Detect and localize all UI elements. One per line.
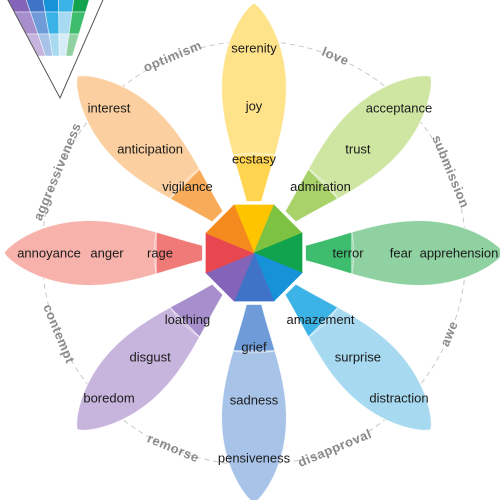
dyad-label-aggressiveness: aggressiveness xyxy=(30,120,84,222)
petal-disgust-outline xyxy=(76,283,224,431)
petal-sadness-band-1 xyxy=(221,350,287,500)
dyad-label-contempt: contempt xyxy=(40,302,78,366)
petal-trust xyxy=(253,75,432,254)
emotion-label-fear: fear xyxy=(390,246,413,261)
petal-fear xyxy=(253,220,500,286)
petal-anger-outline xyxy=(3,220,204,286)
emotion-label-rage: rage xyxy=(147,246,173,261)
petal-joy-outline xyxy=(221,2,287,203)
emotion-label-admiration: admiration xyxy=(290,179,351,194)
dyad-label-disapproval: disapproval xyxy=(296,426,374,470)
petal-disgust xyxy=(76,252,255,431)
petal-surprise xyxy=(253,252,432,431)
emotion-label-vigilance: vigilance xyxy=(162,179,213,194)
emotion-label-terror: terror xyxy=(332,246,364,261)
mini-cone-segment xyxy=(7,0,31,13)
emotion-label-annoyance: annoyance xyxy=(17,246,81,261)
petal-sadness-outline xyxy=(221,303,287,500)
petals-group xyxy=(3,2,500,500)
labels-group: serenity joy ecstasy acceptance trust admirat… xyxy=(17,41,498,466)
emotion-label-disgust: disgust xyxy=(129,349,171,364)
petal-joy-band-1 xyxy=(221,2,287,156)
emotion-label-anger: anger xyxy=(90,246,124,261)
petal-anticipation xyxy=(76,75,255,254)
emotion-label-serenity: serenity xyxy=(231,41,277,56)
emotion-label-acceptance: acceptance xyxy=(366,101,433,116)
emotion-label-apprehension: apprehension xyxy=(420,246,499,261)
petal-anger xyxy=(3,220,255,286)
petal-joy xyxy=(221,2,287,254)
mini-cone-segment xyxy=(71,0,90,13)
dyad-label-submission: submission xyxy=(429,133,472,210)
emotion-label-anticipation: anticipation xyxy=(117,142,183,157)
petal-anticipation-band-3 xyxy=(205,204,255,254)
emotion-label-loathing: loathing xyxy=(165,312,211,327)
dyad-label-remorse: remorse xyxy=(145,431,201,466)
emotion-label-ecstasy: ecstasy xyxy=(232,152,277,167)
mini-cone-icon xyxy=(7,0,104,100)
emotion-label-surprise: surprise xyxy=(335,349,381,364)
petal-sadness xyxy=(221,252,287,500)
emotion-label-trust: trust xyxy=(345,142,371,157)
petal-anticipation-outline xyxy=(76,75,224,223)
petal-surprise-outline xyxy=(284,283,432,431)
mini-cone-segment xyxy=(65,33,80,57)
dyad-label-optimism: optimism xyxy=(141,37,204,75)
emotion-label-interest: interest xyxy=(88,101,131,116)
emotion-label-pensiveness: pensiveness xyxy=(218,451,291,466)
emotion-label-boredom: boredom xyxy=(83,391,134,406)
emotion-label-sadness: sadness xyxy=(230,393,279,408)
petal-trust-outline xyxy=(284,75,432,223)
petal-fear-outline xyxy=(304,220,500,286)
mini-cone-outline xyxy=(7,0,104,100)
dyad-label-awe: awe xyxy=(437,319,461,349)
dyad-label-love: love xyxy=(320,44,352,69)
emotion-label-distraction: distraction xyxy=(369,391,428,406)
emotion-label-grief: grief xyxy=(241,340,267,355)
mini-cone-segment xyxy=(68,11,87,35)
emotion-label-joy: joy xyxy=(245,99,263,114)
emotion-label-amazement: amazement xyxy=(287,312,355,327)
intensity-ring xyxy=(153,152,355,354)
